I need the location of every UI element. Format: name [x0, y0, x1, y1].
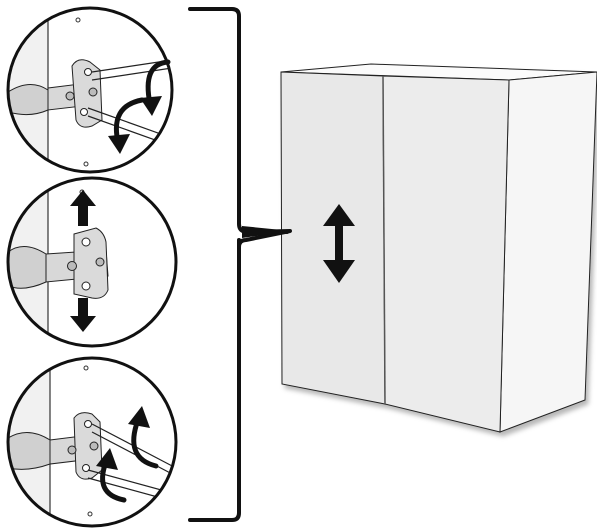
door-gap — [382, 75, 386, 405]
cabinet-side — [499, 71, 597, 433]
detail-hinge-side — [6, 356, 178, 528]
cabinet-door-right — [382, 75, 510, 433]
bracket-pointer — [242, 226, 292, 238]
detail-hinge-height — [6, 176, 178, 348]
cabinet-door-left — [280, 71, 386, 405]
cabinet — [280, 63, 597, 433]
up-arrow-icon — [70, 190, 96, 226]
detail-hinge-depth — [6, 6, 174, 174]
bracket — [188, 7, 292, 522]
double-headed-vertical-arrow-icon — [323, 204, 355, 283]
curved-arrow-icon — [131, 417, 159, 469]
down-arrow-icon — [70, 298, 96, 332]
